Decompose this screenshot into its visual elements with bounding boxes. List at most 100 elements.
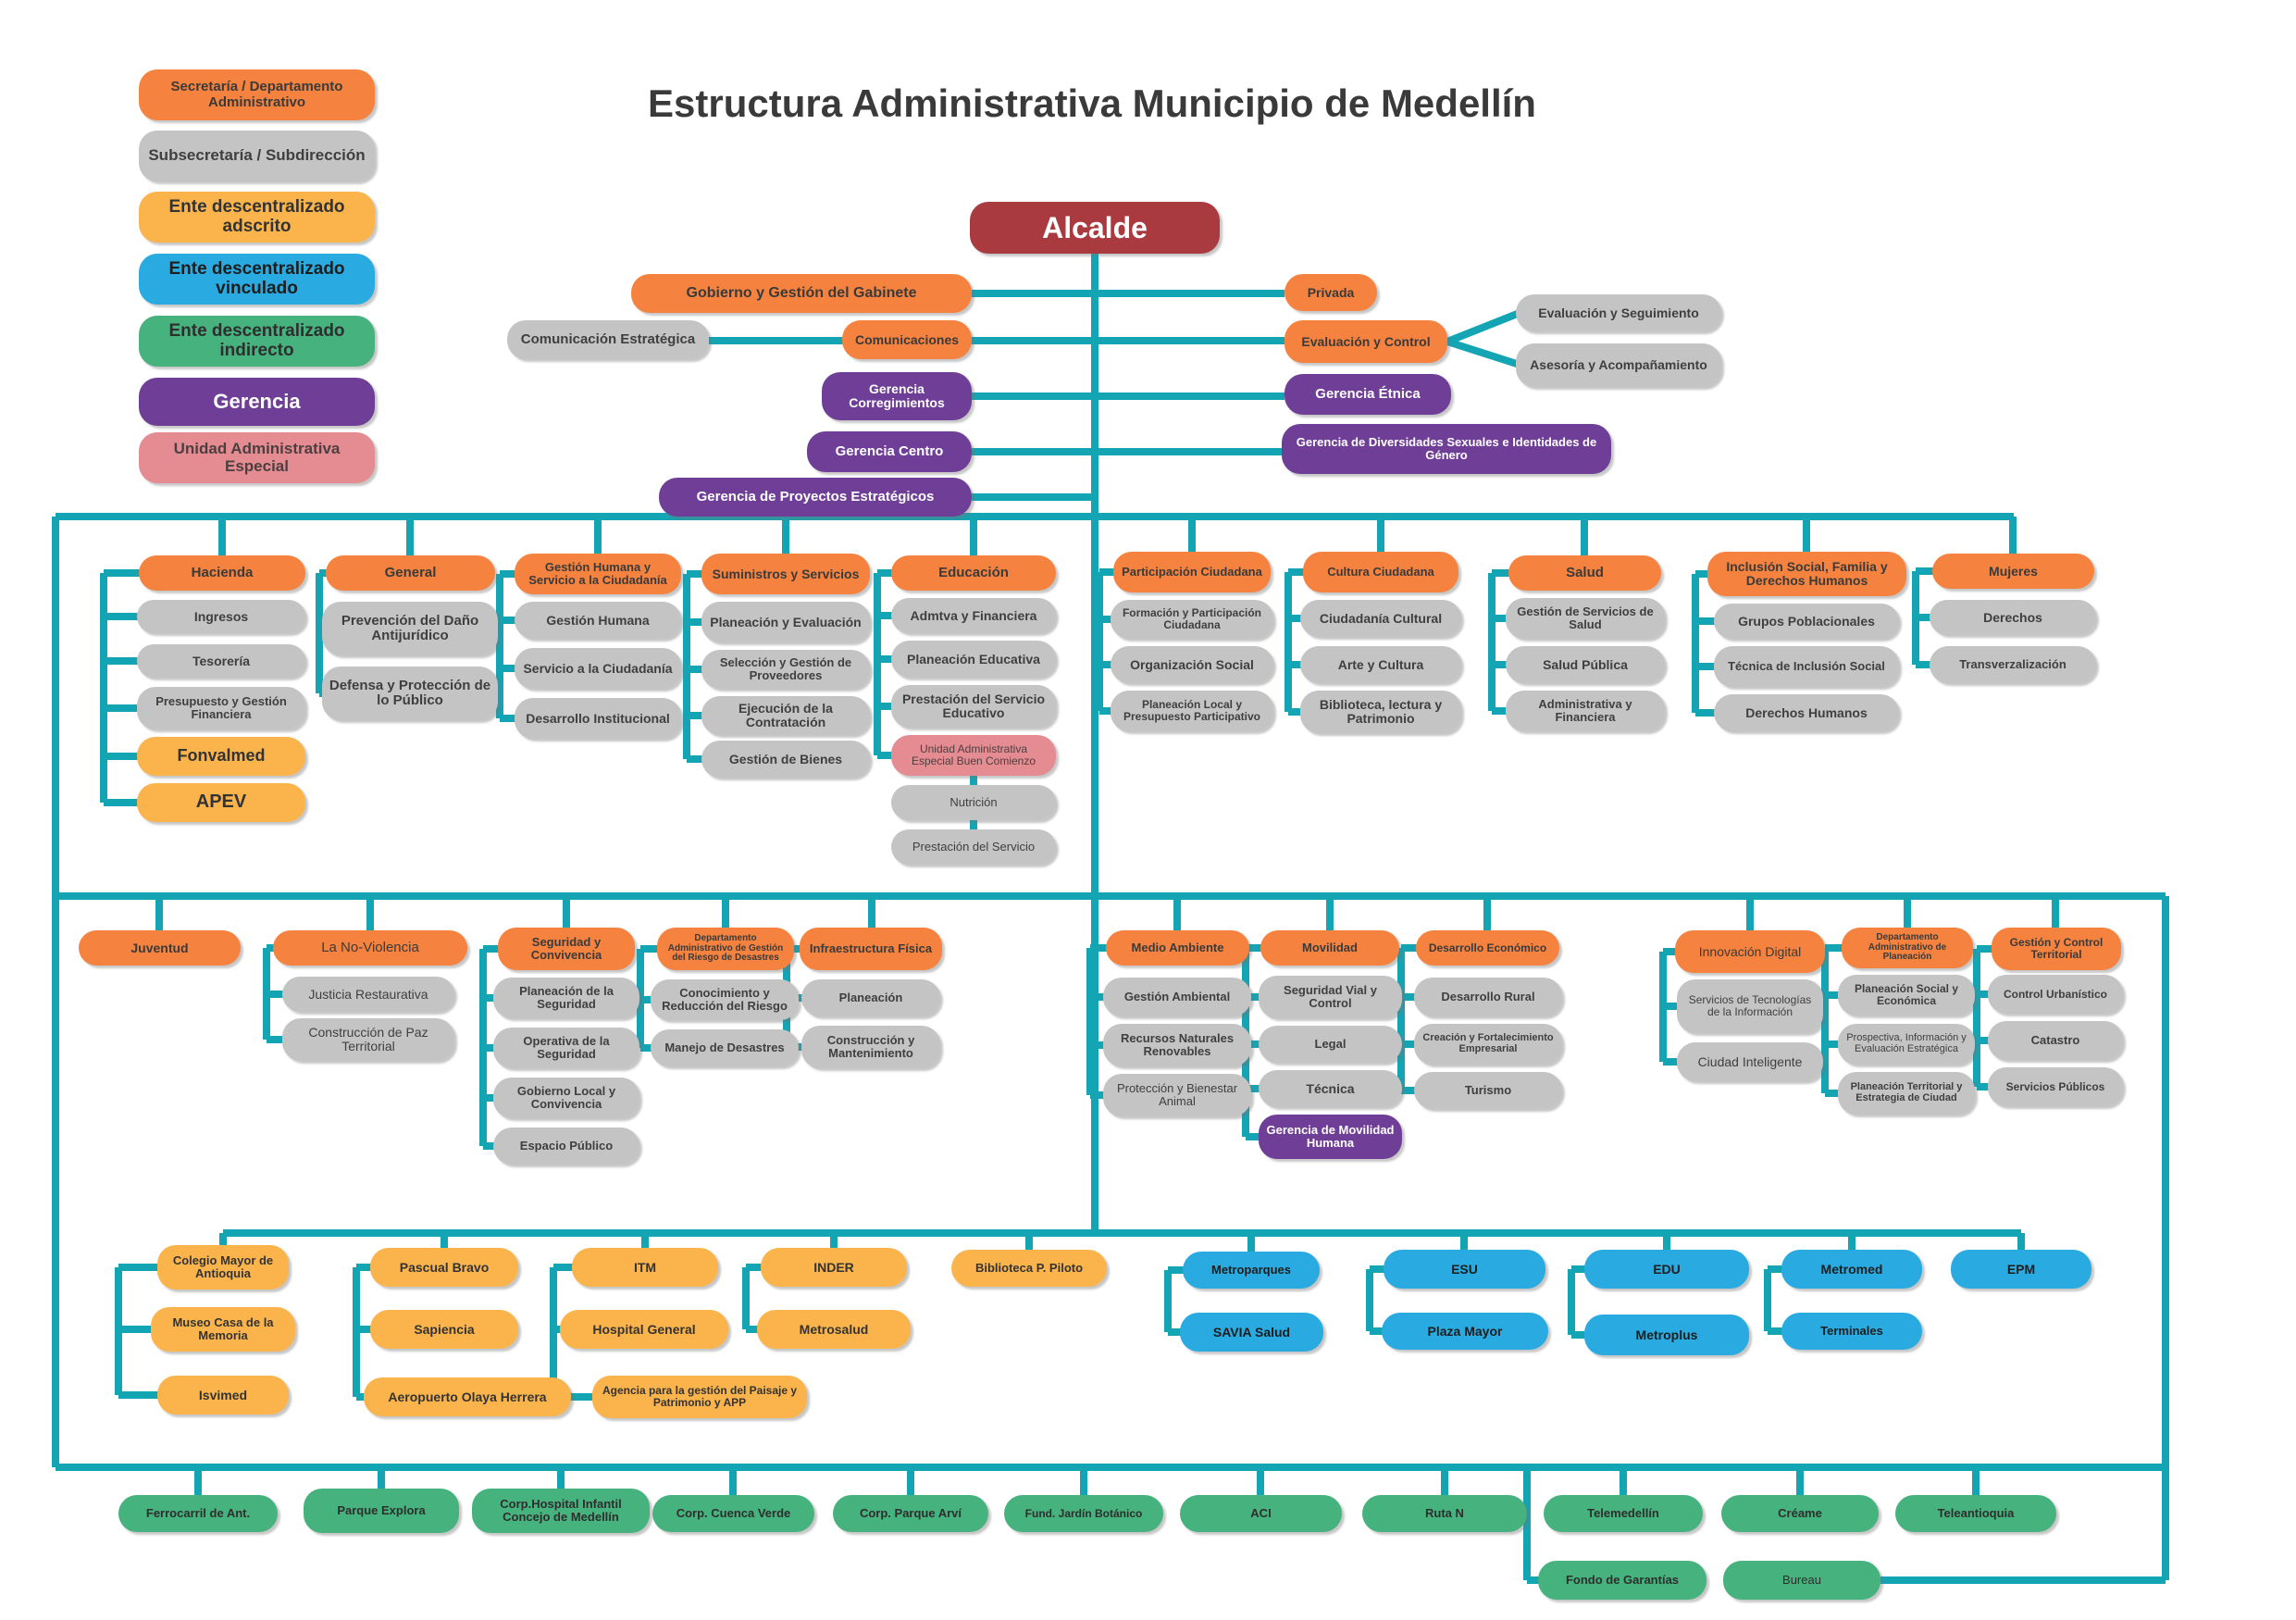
- node-agencia-paisaje: Agencia para la gestión del Paisaje y Pa…: [592, 1376, 807, 1418]
- node-nutricion: Nutrición: [891, 785, 1056, 820]
- node-comunicacion-estrategica: Comunicación Estratégica: [507, 320, 709, 359]
- node-gerencia-corregimientos: Gerencia Corregimientos: [822, 372, 972, 420]
- node-formacion-participacion: Formación y Participación Ciudadana: [1111, 600, 1273, 639]
- node-gerencia-proyectos: Gerencia de Proyectos Estratégicos: [659, 478, 972, 517]
- node-hospital-general: Hospital General: [560, 1310, 728, 1349]
- node-biblioteca-patrimonio: Biblioteca, lectura y Patrimonio: [1300, 691, 1461, 733]
- node-dap: Departamento Administrativo de Planeació…: [1842, 928, 1973, 968]
- node-museo-casa-memoria: Museo Casa de la Memoria: [151, 1307, 295, 1352]
- node-servicios-ti: Servicios de Tecnologías de la Informaci…: [1677, 979, 1823, 1033]
- node-gestion-bienes: Gestión de Bienes: [701, 741, 870, 778]
- node-grupos-poblacionales: Grupos Poblacionales: [1714, 604, 1899, 639]
- node-cultura-ciudadana: Cultura Ciudadana: [1303, 552, 1458, 592]
- node-dagrd: Departamento Administrativo de Gestión d…: [657, 928, 794, 970]
- node-juventud: Juventud: [79, 930, 241, 966]
- node-legend-vinculado: Ente descentralizado vinculado: [139, 254, 375, 305]
- node-educacion: Educación: [891, 555, 1056, 591]
- node-gabinete: Gobierno y Gestión del Gabinete: [631, 274, 972, 313]
- node-control-urbanistico: Control Urbanístico: [1988, 975, 2123, 1014]
- node-movilidad: Movilidad: [1260, 930, 1399, 966]
- node-metroparques: Metroparques: [1183, 1252, 1320, 1289]
- node-edu: EDU: [1584, 1250, 1749, 1289]
- node-teleantioquia: Teleantioquia: [1895, 1495, 2056, 1532]
- node-planeacion-territorial: Planeación Territorial y Estrategia de C…: [1838, 1072, 1975, 1115]
- node-legend-uae: Unidad Administrativa Especial: [139, 432, 375, 483]
- connector-segment: [1446, 309, 1521, 345]
- node-construccion-paz: Construcción de Paz Territorial: [282, 1018, 454, 1061]
- node-gestion-humana-head: Gestión Humana y Servicio a la Ciudadaní…: [515, 554, 681, 594]
- node-apev: APEV: [137, 783, 305, 822]
- node-savia-salud: SAVIA Salud: [1180, 1313, 1323, 1352]
- node-gerencia-diversidades: Gerencia de Diversidades Sexuales e Iden…: [1282, 424, 1611, 474]
- node-no-violencia: La No-Violencia: [273, 930, 467, 966]
- node-participacion-ciudadana: Participación Ciudadana: [1113, 552, 1271, 592]
- node-inclusion-social: Inclusión Social, Familia y Derechos Hum…: [1707, 552, 1906, 596]
- node-operativa-seguridad: Operativa de la Seguridad: [493, 1028, 639, 1068]
- node-telemedellin: Telemedellín: [1544, 1495, 1703, 1532]
- node-ingresos: Ingresos: [137, 600, 305, 633]
- node-planeacion-local: Planeación Local y Presupuesto Participa…: [1111, 691, 1273, 731]
- node-innovacion-digital: Innovación Digital: [1675, 930, 1825, 973]
- node-aci: ACI: [1180, 1495, 1342, 1532]
- node-gerencia-centro: Gerencia Centro: [807, 431, 972, 472]
- node-admtva-financiera: Admtva y Financiera: [891, 598, 1056, 633]
- node-seleccion-proveedores: Selección y Gestión de Proveedores: [701, 650, 870, 689]
- node-biblioteca-piloto: Biblioteca P. Piloto: [951, 1250, 1107, 1287]
- node-isvimed: Isvimed: [157, 1376, 289, 1414]
- node-servicios-publicos: Servicios Públicos: [1988, 1067, 2123, 1106]
- node-mujeres: Mujeres: [1932, 554, 2094, 589]
- node-itm: ITM: [572, 1248, 718, 1287]
- node-desarrollo-institucional: Desarrollo Institucional: [515, 698, 681, 739]
- node-seguridad-convivencia: Seguridad y Convivencia: [498, 928, 635, 970]
- node-gestion-control-territorial: Gestión y Control Territorial: [1992, 928, 2121, 970]
- node-salud: Salud: [1508, 555, 1661, 591]
- node-desarrollo-economico: Desarrollo Económico: [1416, 930, 1559, 966]
- node-presupuesto: Presupuesto y Gestión Financiera: [137, 687, 305, 729]
- node-suministros: Suministros y Servicios: [701, 554, 870, 594]
- node-derechos-humanos: Derechos Humanos: [1714, 694, 1899, 731]
- node-ferrocarril: Ferrocarril de Ant.: [118, 1495, 278, 1532]
- node-corp-parque-arvi: Corp. Parque Arví: [833, 1495, 988, 1532]
- node-aeropuerto-olaya: Aeropuerto Olaya Herrera: [364, 1377, 571, 1416]
- node-corp-cuenca-verde: Corp. Cuenca Verde: [652, 1495, 814, 1532]
- node-general: General: [326, 555, 495, 591]
- node-creame: Créame: [1721, 1495, 1879, 1532]
- node-planeacion-evaluacion: Planeación y Evaluación: [701, 602, 870, 642]
- node-legend-secretaria: Secretaría / Departamento Administrativo: [139, 69, 375, 120]
- node-administrativa-financiera: Administrativa y Financiera: [1506, 691, 1665, 731]
- node-prestacion-servicio: Prestación del Servicio: [891, 829, 1056, 865]
- node-inder: INDER: [761, 1248, 907, 1287]
- node-justicia-restaurativa: Justicia Restaurativa: [282, 977, 454, 1012]
- node-parque-explora: Parque Explora: [304, 1489, 459, 1533]
- node-planeacion-educativa: Planeación Educativa: [891, 641, 1056, 678]
- node-defensa-publico: Defensa y Protección de lo Público: [322, 667, 498, 720]
- node-legend-indirecto: Ente descentralizado indirecto: [139, 316, 375, 367]
- node-hacienda: Hacienda: [139, 555, 305, 591]
- node-gestion-humana: Gestión Humana: [515, 602, 681, 639]
- node-metromed: Metromed: [1781, 1250, 1922, 1289]
- node-ejecucion-contratacion: Ejecución de la Contratación: [701, 696, 870, 735]
- node-gestion-ambiental: Gestión Ambiental: [1103, 978, 1251, 1016]
- node-privada: Privada: [1285, 274, 1377, 311]
- node-epm: EPM: [1951, 1250, 2091, 1289]
- node-arte-cultura: Arte y Cultura: [1300, 646, 1461, 683]
- node-tesoreria: Tesorería: [137, 644, 305, 678]
- connector-segment: [1446, 338, 1521, 368]
- page-title: Estructura Administrativa Municipio de M…: [648, 81, 1536, 125]
- node-creacion-fortalecimiento: Creación y Fortalecimiento Empresarial: [1414, 1024, 1562, 1065]
- node-ciudad-inteligente: Ciudad Inteligente: [1677, 1042, 1823, 1081]
- node-metrosalud: Metrosalud: [757, 1310, 911, 1349]
- node-gerencia-etnica: Gerencia Étnica: [1285, 374, 1451, 415]
- node-bureau: Bureau: [1723, 1561, 1880, 1600]
- node-construccion-mantenimiento: Construcción y Mantenimiento: [801, 1026, 940, 1068]
- node-legend-adscrito: Ente descentralizado adscrito: [139, 192, 375, 243]
- node-conocimiento-riesgo: Conocimiento y Reducción del Riesgo: [651, 979, 799, 1020]
- node-ciudadania-cultural: Ciudadanía Cultural: [1300, 600, 1461, 637]
- node-prevencion-dano: Prevención del Daño Antijurídico: [322, 602, 498, 655]
- node-proteccion-animal: Protección y Bienestar Animal: [1103, 1074, 1251, 1116]
- node-catastro: Catastro: [1988, 1021, 2123, 1060]
- node-legend-gerencia: Gerencia: [139, 378, 375, 426]
- node-espacio-publico: Espacio Público: [493, 1128, 639, 1165]
- node-esu: ESU: [1384, 1250, 1545, 1289]
- node-recursos-naturales: Recursos Naturales Renovables: [1103, 1024, 1251, 1066]
